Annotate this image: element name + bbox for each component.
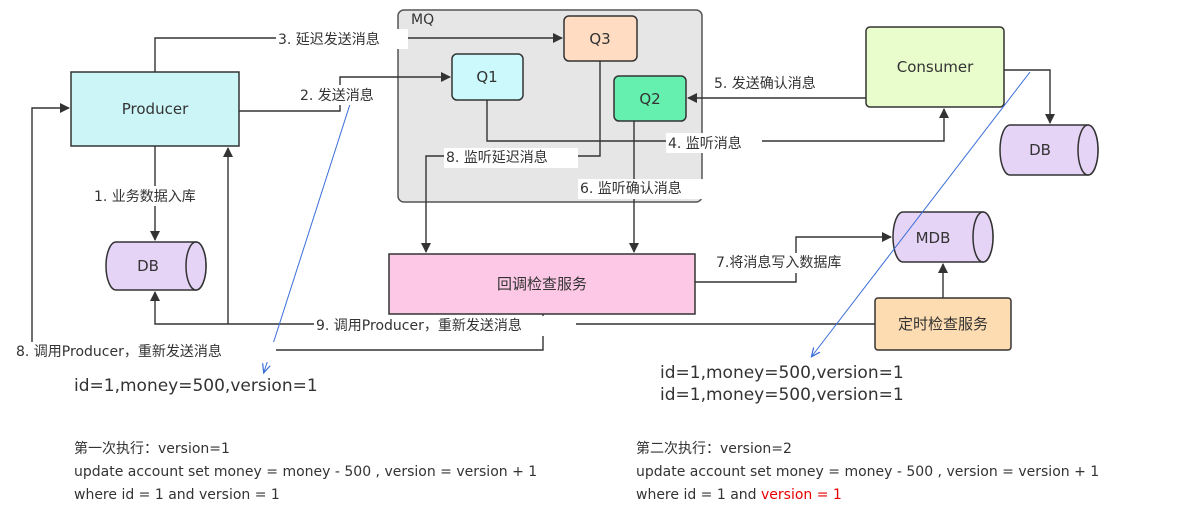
mdb-node: MDB: [892, 211, 994, 263]
edge-9-label: 9. 调用Producer，重新发送消息: [316, 317, 522, 334]
db-right-label: DB: [1029, 141, 1051, 159]
edge-9-line: [150, 291, 875, 325]
right-record-2: id=1,money=500,version=1: [660, 385, 904, 405]
left-exec-title: 第一次执行：version=1: [74, 440, 230, 457]
db-right-node: DB: [999, 124, 1099, 176]
right-exec-title: 第二次执行：version=2: [636, 440, 792, 457]
left-sql-line-2: where id = 1 and version = 1: [74, 487, 280, 503]
mdb-label: MDB: [916, 229, 951, 247]
edge-4-label: 4. 监听消息: [668, 135, 742, 152]
edge-6-label: 6. 监听确认消息: [580, 180, 682, 197]
db-left-node: DB: [105, 241, 207, 291]
right-sql-line-2: where id = 1 and version = 1: [636, 487, 842, 503]
callback-service-label: 回调检查服务: [497, 275, 587, 293]
consumer-label: Consumer: [897, 58, 974, 76]
mq-label: MQ: [411, 12, 434, 28]
producer-label: Producer: [122, 100, 189, 118]
edge-3-line: [154, 33, 563, 72]
left-sql-line-1: update account set money = money - 500 ,…: [74, 464, 537, 480]
edge-1-label: 1. 业务数据入库: [94, 189, 196, 205]
pointer-line-right: [812, 71, 1031, 356]
right-sql-highlight: version = 1: [761, 487, 842, 503]
callback-service-node: 回调检查服务: [388, 253, 696, 315]
edge-consumer-db-line: [1004, 69, 1055, 124]
notes: id=1,money=500,version=1 id=1,money=500,…: [74, 363, 1099, 503]
edge-2-label: 2. 发送消息: [300, 87, 374, 104]
edge-5-label: 5. 发送确认消息: [714, 75, 816, 92]
q3-label: Q3: [589, 30, 610, 48]
right-sql-line-2-prefix: where id = 1 and: [636, 487, 761, 503]
edge-7-label: 7.将消息写入数据库: [716, 254, 841, 271]
q1-label: Q1: [476, 68, 497, 86]
timer-service-label: 定时检查服务: [898, 315, 988, 333]
q2-label: Q2: [639, 90, 660, 108]
q2-node: Q2: [613, 75, 687, 122]
consumer-node: Consumer: [865, 26, 1005, 108]
edge-labels: 1. 业务数据入库 2. 发送消息 3. 延迟发送消息 4. 监听消息 5. 发…: [14, 29, 874, 362]
timer-service-node: 定时检查服务: [874, 297, 1012, 351]
edge-8b-label: 8. 调用Producer，重新发送消息: [16, 343, 222, 360]
right-sql-line-1: update account set money = money - 500 ,…: [636, 464, 1099, 480]
left-record: id=1,money=500,version=1: [74, 376, 318, 396]
producer-node: Producer: [70, 71, 240, 147]
edge-8a-label: 8. 监听延迟消息: [446, 149, 548, 166]
db-left-label: DB: [137, 257, 159, 275]
q1-node: Q1: [451, 53, 524, 101]
q3-node: Q3: [563, 15, 638, 62]
right-record-1: id=1,money=500,version=1: [660, 363, 904, 383]
edge-3-label: 3. 延迟发送消息: [278, 31, 380, 48]
pointer-line-left: [264, 97, 353, 372]
